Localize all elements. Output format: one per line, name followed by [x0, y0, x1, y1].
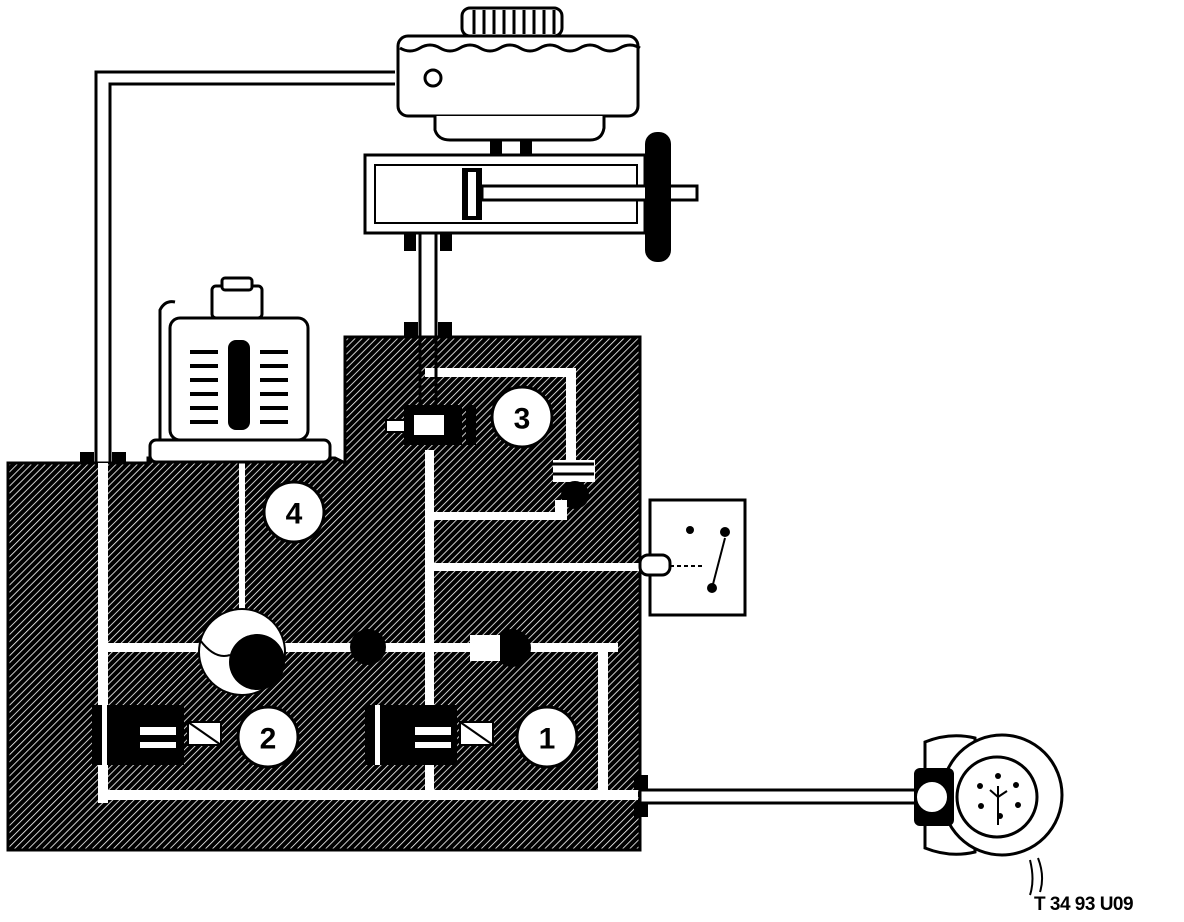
wheel-brake-line [640, 788, 918, 805]
solenoid-valve-1 [365, 705, 494, 765]
label-badge-1: 1 [515, 705, 579, 769]
label-3-text: 3 [514, 403, 531, 436]
return-line [94, 70, 395, 463]
label-1-text: 1 [539, 723, 556, 756]
motor-coil-right [260, 350, 288, 424]
solenoid-valve-3 [385, 405, 476, 445]
label-badge-3: 3 [490, 385, 554, 449]
label-badge-4: 4 [262, 480, 326, 544]
label-2-text: 2 [260, 723, 277, 756]
master-cylinder [363, 132, 699, 262]
pressure-check-valve [553, 460, 595, 520]
pump-motor-unit [148, 276, 332, 464]
check-ball-left [350, 629, 386, 665]
pressure-switch [638, 498, 747, 617]
motor-coil-left [190, 350, 218, 424]
label-4-text: 4 [286, 498, 303, 531]
master-cylinder-line [418, 233, 438, 405]
check-ball-right [493, 629, 531, 667]
solenoid-valve-2 [92, 705, 222, 765]
wheel-brake-disc [914, 733, 1064, 896]
brake-fluid-reservoir [396, 6, 641, 158]
figure-reference-code: T 34 93 U09 [1034, 894, 1134, 915]
label-badge-2: 2 [236, 705, 300, 769]
pump-chamber [198, 608, 286, 696]
